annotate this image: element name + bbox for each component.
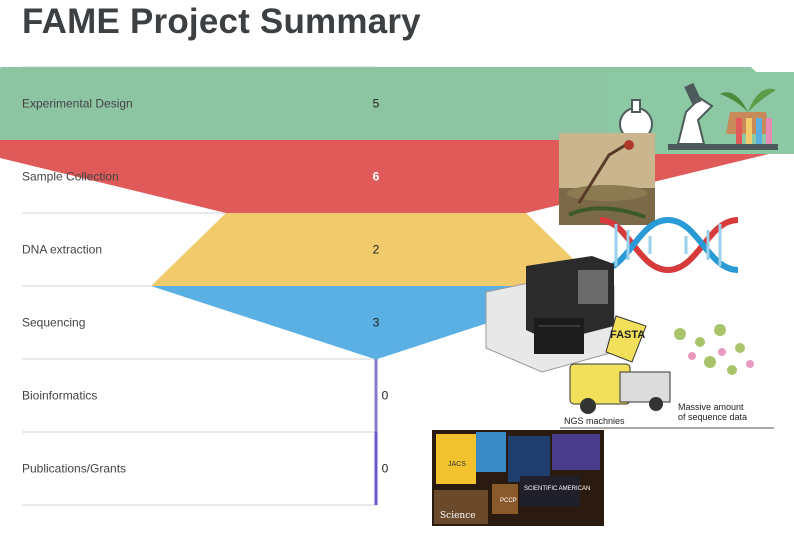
journal-pccp: PCCP <box>500 498 517 504</box>
journal-science: Science <box>440 511 476 521</box>
value-label: 5 <box>373 97 380 111</box>
journal-sciam: SCIENTIFIC AMERICAN <box>524 486 590 492</box>
category-label: DNA extraction <box>22 243 102 257</box>
truck-sign-text: FASTA <box>610 329 645 341</box>
funnel-segment <box>374 359 378 432</box>
category-label: Bioinformatics <box>22 389 97 403</box>
value-label: 2 <box>373 243 380 257</box>
value-label: 0 <box>382 462 389 476</box>
dna-helix-illustration <box>599 216 739 274</box>
category-label: Experimental Design <box>22 97 133 111</box>
category-label: Publications/Grants <box>22 462 126 476</box>
data-cartoon-illustration: FASTA NGS machnies Massive amount of seq… <box>560 315 774 429</box>
value-label: 3 <box>373 316 380 330</box>
field-sampling-photo <box>559 133 655 225</box>
value-label: 6 <box>373 170 380 184</box>
funnel-segment <box>374 432 378 505</box>
caption-ngs-machines: NGS machnies <box>564 416 625 426</box>
category-label: Sample Collection <box>22 170 119 184</box>
journal-jacs: JACS <box>448 461 466 468</box>
funnel-segment <box>151 213 601 286</box>
funnel-segment <box>0 67 794 140</box>
value-label: 0 <box>382 389 389 403</box>
caption-massive-amount: Massive amount <box>678 402 744 412</box>
journal-collage-illustration: Science SCIENTIFIC AMERICAN JACS PCCP <box>432 430 604 526</box>
category-label: Sequencing <box>22 316 85 330</box>
ngs-sequencer-illustration <box>485 256 615 373</box>
chart-title: FAME Project Summary <box>22 2 421 41</box>
caption-sequence-data: of sequence data <box>678 412 747 422</box>
